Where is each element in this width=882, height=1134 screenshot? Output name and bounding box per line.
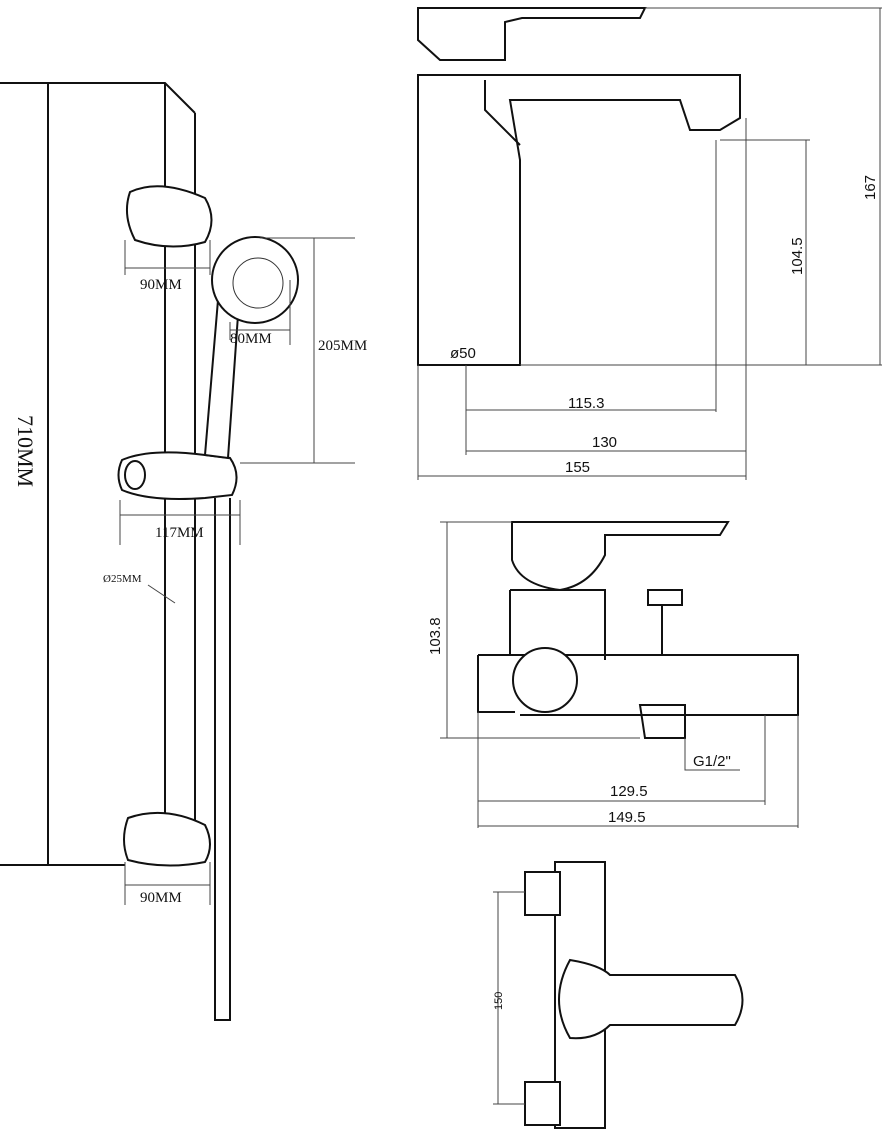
front-lever bbox=[558, 958, 744, 1040]
shower-rail-drawing: 90MM 80MM 205MM 710MM 117MM Ø25MM 90MM bbox=[0, 82, 367, 1021]
dim-rail-height: 710MM bbox=[13, 415, 38, 487]
bath-lever bbox=[511, 521, 730, 592]
dim-bath-height: 103.8 bbox=[427, 617, 444, 655]
dim-rod-diameter: Ø25MM bbox=[103, 573, 142, 585]
dim-total-length: 149.5 bbox=[608, 809, 646, 826]
front-body bbox=[554, 861, 606, 1129]
bottom-nut bbox=[524, 1081, 561, 1126]
handle bbox=[203, 298, 240, 460]
dim-holder-width: 117MM bbox=[155, 525, 204, 541]
top-nut bbox=[524, 871, 561, 916]
dim-total-depth: 155 bbox=[565, 459, 590, 476]
dim-center-distance: 150 bbox=[493, 992, 505, 1010]
dim-bracket-bottom: 90MM bbox=[140, 890, 182, 906]
bath-mixer-drawing: 103.8 G1/2" 129.5 149.5 bbox=[427, 521, 799, 828]
thread-connector bbox=[638, 704, 686, 739]
dim-head-length: 205MM bbox=[318, 338, 367, 354]
basin-body bbox=[417, 74, 741, 366]
dim-outlet-reach: 130 bbox=[592, 434, 617, 451]
diverter bbox=[647, 589, 683, 655]
dim-base-diameter: ø50 bbox=[450, 345, 476, 362]
top-bracket bbox=[125, 185, 213, 248]
shower-head bbox=[211, 236, 299, 324]
dim-total-height: 167 bbox=[862, 175, 879, 200]
dim-bracket-top: 90MM bbox=[140, 277, 182, 293]
hose bbox=[214, 498, 231, 1021]
basin-mixer-drawing: 167 104.5 ø50 115.3 130 155 bbox=[417, 7, 882, 480]
dim-spout-height: 104.5 bbox=[789, 237, 806, 275]
dim-thread: G1/2" bbox=[693, 753, 731, 770]
dim-spout-length: 129.5 bbox=[610, 783, 648, 800]
bottom-bracket bbox=[123, 811, 211, 867]
hand-shower-holder bbox=[117, 451, 238, 500]
lever bbox=[417, 7, 647, 61]
dim-spout-reach: 115.3 bbox=[568, 395, 604, 412]
front-view-drawing: 150 bbox=[493, 861, 744, 1129]
dim-head-diameter: 80MM bbox=[230, 331, 272, 347]
